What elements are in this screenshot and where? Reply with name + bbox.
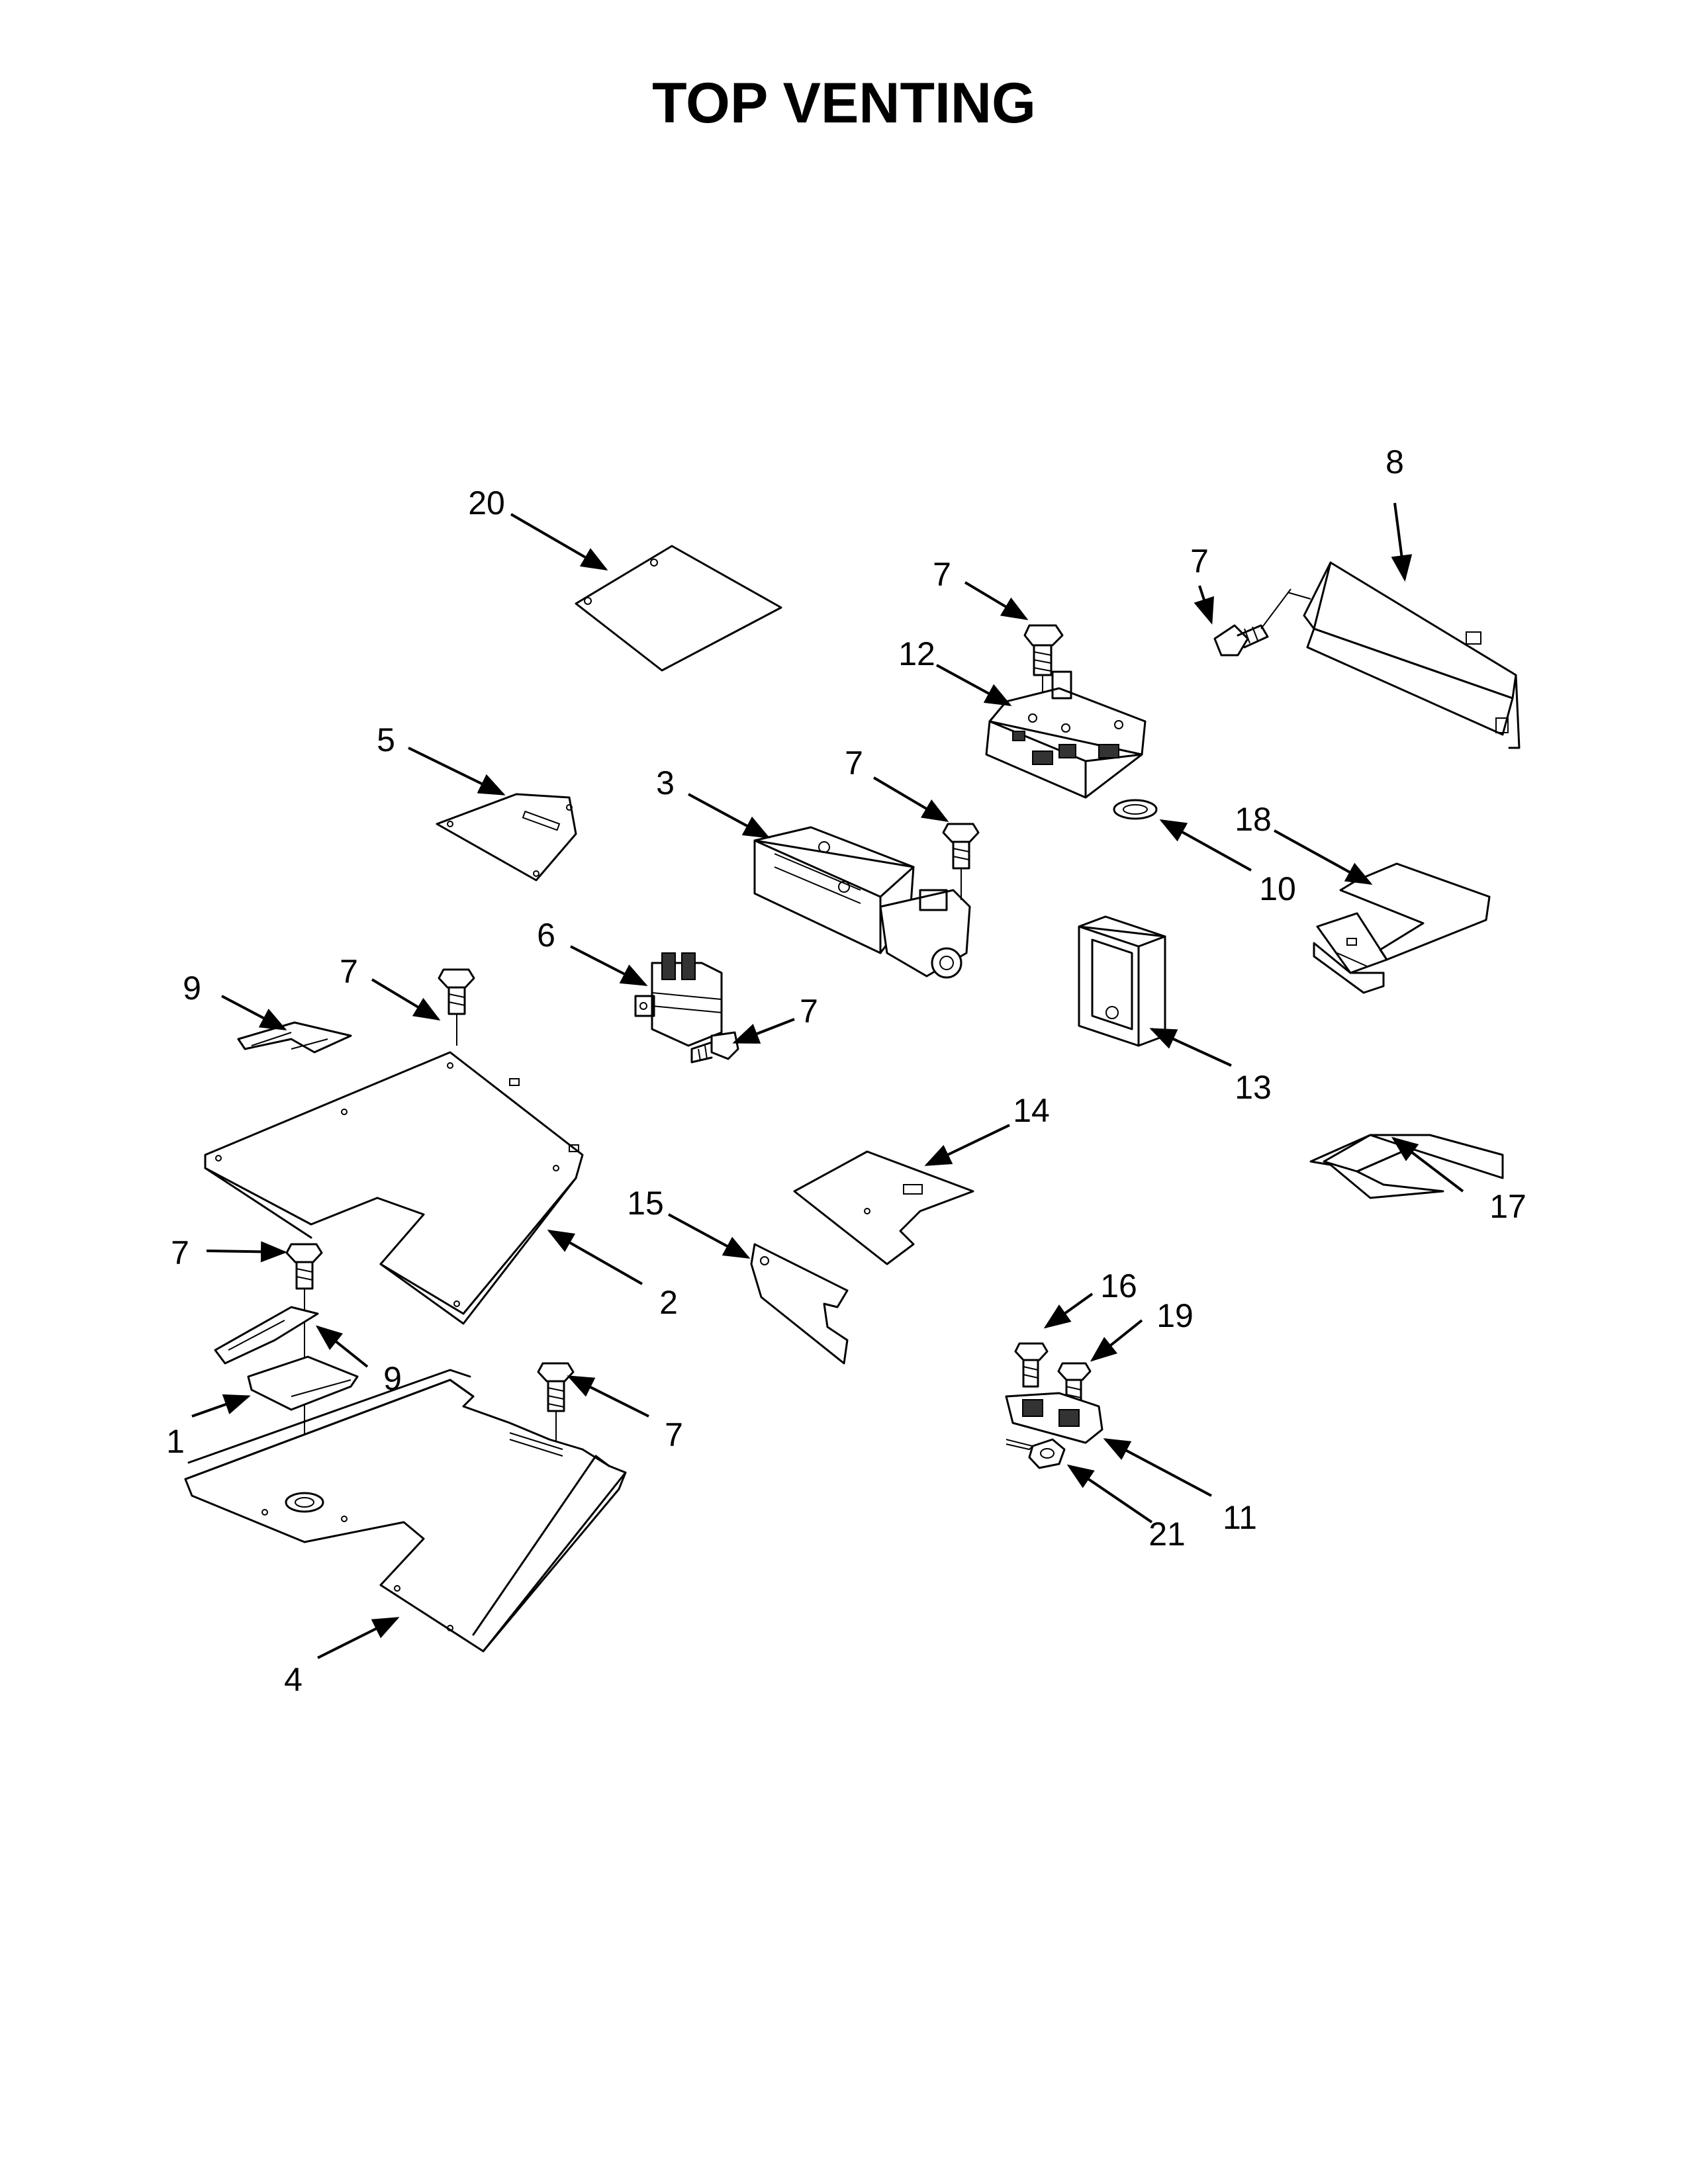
part-2-base-panel (204, 1051, 584, 1325)
part-12-control-board (985, 670, 1147, 799)
part-3-valve-assembly (753, 826, 971, 979)
callout-4: 4 (284, 1661, 303, 1698)
part-11-terminal-block (1005, 1392, 1103, 1451)
part-9-shim-b (214, 1306, 319, 1365)
callout-5: 5 (377, 721, 395, 758)
part-18-duct (1313, 862, 1491, 994)
callout-8: 8 (1385, 443, 1404, 480)
part-15-bracket (750, 1243, 849, 1365)
part-16-screw (1014, 1342, 1049, 1388)
part-4-bottom-panel (184, 1369, 627, 1653)
part-13-junction-box (1078, 915, 1166, 1047)
callout-3: 3 (656, 764, 675, 801)
callout-17: 17 (1489, 1188, 1526, 1225)
callout-18: 18 (1235, 801, 1272, 838)
part-7-screw-b (1023, 624, 1064, 702)
part-7-screw-a (1213, 588, 1291, 657)
callout-7-a: 7 (1190, 543, 1209, 580)
callout-7-d: 7 (340, 953, 358, 990)
part-1-bracket (247, 1355, 359, 1411)
callout-1: 1 (166, 1423, 185, 1460)
part-5-plate (436, 793, 577, 882)
part-7-screw-d (690, 1031, 739, 1064)
part-14-plate (793, 1150, 974, 1265)
part-7-screw-e (438, 968, 475, 1046)
callout-19: 19 (1156, 1297, 1194, 1334)
callout-12: 12 (898, 635, 935, 672)
callout-6: 6 (537, 917, 555, 954)
callout-7-c: 7 (845, 745, 863, 782)
part-9-shim-a (237, 1021, 352, 1054)
part-21-nut (1028, 1438, 1066, 1469)
callout-9-a: 9 (183, 970, 201, 1007)
callout-7-f: 7 (171, 1234, 189, 1271)
callout-2: 2 (659, 1284, 678, 1321)
part-8-vent-bracket (1287, 561, 1521, 749)
part-6-transformer (634, 952, 723, 1047)
callout-16: 16 (1100, 1267, 1137, 1304)
callout-9-b: 9 (383, 1360, 402, 1397)
part-7-screw-c (942, 823, 980, 900)
callout-13: 13 (1235, 1069, 1272, 1106)
callout-7-e: 7 (800, 993, 818, 1030)
callout-14: 14 (1013, 1092, 1050, 1129)
callout-7-b: 7 (933, 556, 951, 593)
callout-11: 11 (1223, 1499, 1257, 1536)
part-10-washer (1113, 799, 1158, 820)
callout-7-g: 7 (665, 1416, 683, 1453)
callout-10: 10 (1259, 870, 1296, 907)
callout-20: 20 (468, 484, 505, 522)
diagram-title: TOP VENTING (652, 71, 1036, 135)
callout-15: 15 (627, 1185, 664, 1222)
part-20-cover-panel (575, 545, 782, 672)
callout-labels: 20 8 7 7 12 5 3 7 18 10 6 9 7 7 13 14 17… (166, 443, 1526, 1698)
callout-21: 21 (1149, 1516, 1186, 1553)
part-17-cover (1309, 1134, 1504, 1199)
leader-lines (191, 502, 1464, 1659)
